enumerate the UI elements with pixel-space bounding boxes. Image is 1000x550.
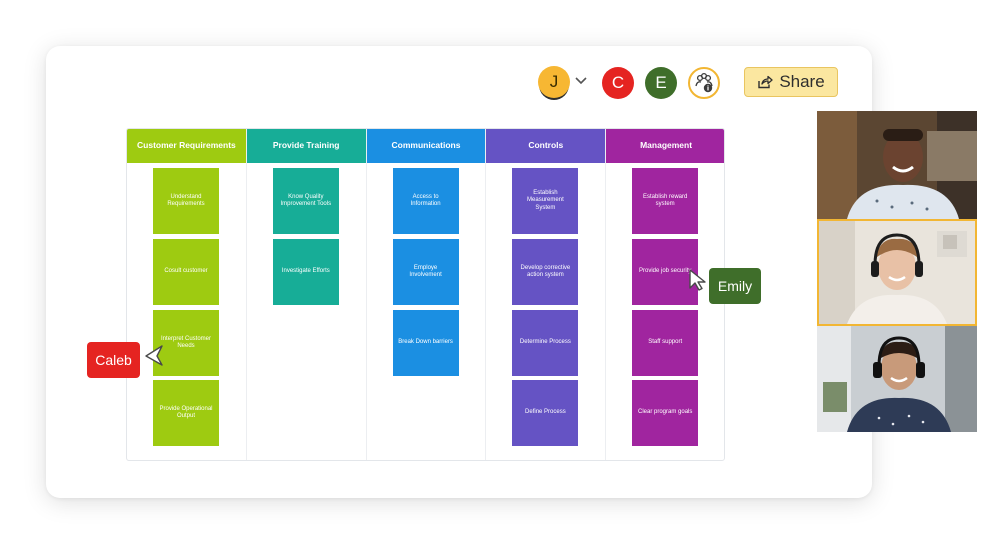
avatar-initial: C <box>611 73 625 92</box>
cursor-name: Caleb <box>95 352 132 368</box>
column-controls: Controls Establish Measurement System De… <box>486 129 607 460</box>
sticky-note[interactable]: Access to Information <box>392 168 459 234</box>
column-header[interactable]: Communications <box>366 129 486 163</box>
video-tile-participant-3[interactable] <box>817 326 977 432</box>
video-tile-participant-2[interactable] <box>817 219 977 326</box>
sticky-note[interactable]: Establish Measurement System <box>512 168 579 234</box>
participant-video <box>819 221 975 324</box>
avatar-j[interactable]: J <box>538 66 570 98</box>
sticky-note[interactable]: Provide Operational Output <box>153 380 219 446</box>
sticky-note[interactable]: Interpret Customer Needs <box>153 310 219 376</box>
cursor-name: Emily <box>717 278 753 294</box>
cursor-label-emily: Emily <box>709 268 761 304</box>
sticky-note[interactable]: Clear program goals <box>632 380 699 446</box>
share-icon <box>758 75 773 89</box>
column-header[interactable]: Management <box>606 129 724 163</box>
column-header[interactable]: Provide Training <box>246 129 366 163</box>
participant-video <box>817 326 977 432</box>
sticky-note[interactable]: Provide job security <box>632 239 699 305</box>
sticky-note[interactable]: Investigate Efforts <box>272 239 339 305</box>
group-info-icon <box>695 72 713 93</box>
sticky-note[interactable]: Determine Process <box>512 310 579 376</box>
quality-board: Customer Requirements Understand Require… <box>126 128 725 461</box>
cursor-arrow-icon <box>145 345 163 366</box>
sticky-note[interactable]: Define Process <box>512 380 579 446</box>
share-label: Share <box>779 72 825 91</box>
sticky-note[interactable]: Know Quality Improvement Tools <box>272 168 339 234</box>
sticky-note[interactable]: Understand Requirements <box>153 168 219 234</box>
video-tile-participant-1[interactable] <box>817 111 977 219</box>
avatar-initial: E <box>655 73 667 92</box>
sticky-note[interactable]: Develop corrective action system <box>512 239 579 305</box>
column-provide-training: Provide Training Know Quality Improvemen… <box>246 129 367 460</box>
column-header[interactable]: Controls <box>486 129 606 163</box>
column-header[interactable]: Customer Requirements <box>127 129 246 163</box>
sticky-note[interactable]: Staff support <box>632 310 699 376</box>
column-management: Management Establish reward system Provi… <box>606 129 724 460</box>
avatar-initial: J <box>549 72 559 91</box>
sticky-note[interactable]: Employe Involvement <box>392 239 459 305</box>
avatar-e[interactable]: E <box>645 67 677 99</box>
sticky-note[interactable]: Break Down barriers <box>392 310 459 376</box>
cursor-label-caleb: Caleb <box>87 342 140 378</box>
participant-video <box>817 111 977 219</box>
column-communications: Communications Access to Information Emp… <box>366 129 487 460</box>
cursor-arrow-icon <box>689 269 706 291</box>
sticky-note[interactable]: Cosult customer <box>153 239 219 305</box>
avatar-c[interactable]: C <box>602 67 634 99</box>
sticky-note[interactable]: Establish reward system <box>632 168 699 234</box>
chevron-down-icon[interactable] <box>574 76 588 86</box>
column-customer-requirements: Customer Requirements Understand Require… <box>127 129 247 460</box>
share-button[interactable]: Share <box>744 67 838 97</box>
group-info-button[interactable] <box>688 67 720 99</box>
